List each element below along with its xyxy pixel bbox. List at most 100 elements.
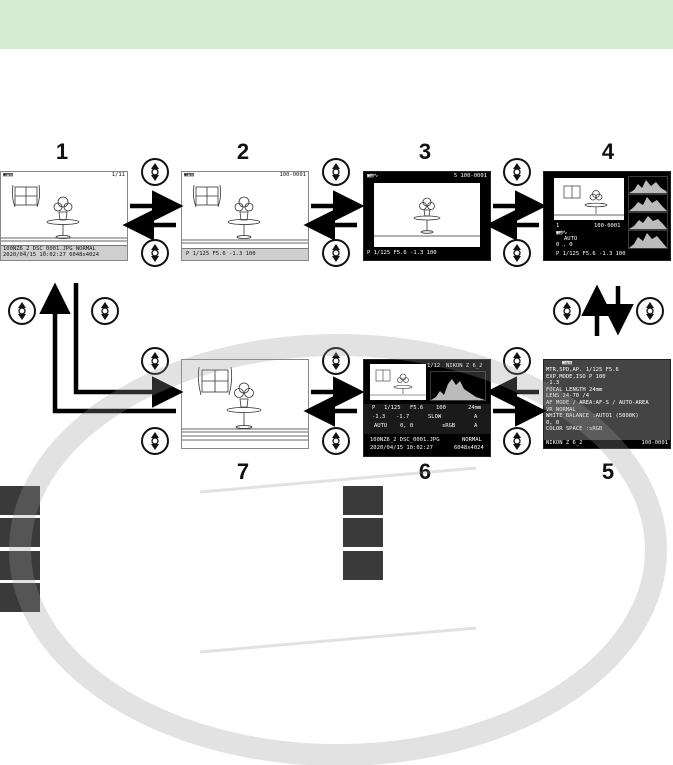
screen-4-folder: 100-0001 <box>594 223 621 229</box>
screen-4-thumbnail <box>554 178 624 220</box>
step-number-5: 5 <box>601 459 615 484</box>
screen-1-date-line: 2020/04/15 10:02:27 6048x4024 <box>3 252 100 258</box>
screen-1-info-bar: 100NZ6_2 DSC_0001.JPG NORMAL 2020/04/15 … <box>1 245 127 260</box>
screen-2-icons: ▣▤▥ <box>184 172 194 178</box>
screen-2-exposure: P 1/125 F5.6 -1.3 100 <box>186 251 256 257</box>
screen-6-iso: 100 <box>436 405 446 411</box>
screen-1-full-frame: ▣▤▥ 1/11 100NZ6_2 DSC_0001.JPG NORMAL 20… <box>0 171 128 261</box>
screen-4-exposure-bar: P 1/125 F5.6 -1.3 100 <box>544 251 670 260</box>
legend-square-5 <box>343 486 383 515</box>
screen-1-room-scene <box>1 184 127 242</box>
legend-square-3 <box>0 551 40 580</box>
step-number-2: 2 <box>236 139 250 164</box>
screen-3-exposure: P 1/125 F5.6 -1.3 100 <box>367 250 437 256</box>
screen-6-wb-fine: 0, 0 <box>400 423 414 429</box>
screen-5-data-row: -1.3 <box>546 380 560 387</box>
screen-6-wb: A <box>474 414 478 420</box>
screen-5-data-row: EXP.MODE,ISO P 100 <box>546 373 606 380</box>
screen-5-background-image <box>544 360 670 440</box>
screen-6-color-space: sRGB <box>442 423 456 429</box>
screen-6-mode: P <box>372 405 376 411</box>
multi-selector-down-icon <box>141 158 169 186</box>
screen-6-size: 6048x4024 <box>454 445 484 451</box>
screen-6-aperture: F5.6 <box>410 405 424 411</box>
screen-2-basic-info: ▣▤▥ 100-0001 P 1/125 F5.6 -1.3 100 <box>181 171 309 261</box>
screen-6-overview: 1/12 NIKON Z 6_2 P 1/125 F5.6 100 24mm -… <box>363 359 491 457</box>
screen-3-dark-info: ▣▤∿ 5 100-0001 P 1/125 F5.6 -1.3 100 <box>363 171 491 261</box>
legend-square-7 <box>343 551 383 580</box>
multi-selector-up-icon <box>553 297 581 325</box>
multi-selector-up-icon <box>91 297 119 325</box>
multi-selector-down-icon <box>636 297 664 325</box>
screen-6-counter: 1/12 <box>427 363 441 369</box>
screen-6-info-panel: P 1/125 F5.6 100 24mm -1.3 -1.7 SLOW A A… <box>364 404 490 434</box>
screen-5-data-row: VR NORMAL <box>546 406 576 413</box>
screen-3-icons: ▣▤∿ <box>367 173 379 179</box>
header-banner <box>0 0 673 49</box>
legend-square-4 <box>0 583 40 612</box>
screen-6-model: NIKON Z 6_2 <box>446 363 483 369</box>
screen-6-focal: 24mm <box>468 405 482 411</box>
screen-5-bottom-bar: NIKON Z 6_2 100-0001 <box>544 440 670 448</box>
multi-selector-down-icon <box>141 427 169 455</box>
multi-selector-up-icon <box>503 347 531 375</box>
screen-3-rating-folder: 5 100-0001 <box>453 173 487 179</box>
screen-5-data-row: LENS 24-70 /4 <box>546 393 590 400</box>
screen-2-folder: 100-0001 <box>279 172 307 178</box>
legend-square-1 <box>0 486 40 515</box>
screen-6-quality: NORMAL <box>462 437 482 443</box>
screen-4-room-scene <box>554 185 624 216</box>
screen-4-rating: 1 <box>556 223 560 229</box>
screen-6-flash-mode: SLOW <box>428 414 442 420</box>
step-number-1: 1 <box>55 139 69 164</box>
screen-2-room-scene <box>182 184 308 244</box>
legend-square-6 <box>343 518 383 547</box>
screen-5-data-row: MTR,SPD,AP. 1/125 F5.6 <box>546 367 619 373</box>
screen-3-exposure-bar: P 1/125 F5.6 -1.3 100 <box>364 249 490 260</box>
legend-square-2 <box>0 518 40 547</box>
screen-4-histogram-graphs <box>628 176 668 249</box>
screen-6-picture-control: A <box>474 423 478 429</box>
screen-6-shutter: 1/125 <box>384 405 401 411</box>
multi-selector-up-icon <box>141 239 169 267</box>
screen-4-wb-fine: 0 , 0 <box>556 242 573 248</box>
screen-4-exposure: P 1/125 F5.6 -1.3 100 <box>556 251 626 257</box>
screen-3-room-scene <box>374 197 480 237</box>
screen-6-histogram <box>430 371 486 401</box>
multi-selector-down-icon <box>322 158 350 186</box>
screen-4-picture-icons: ▣▤∿ <box>556 230 568 236</box>
screen-4-adl: AUTO <box>564 236 578 242</box>
multi-selector-down-icon <box>8 297 36 325</box>
screen-6-file: 100NZ6_2 DSC_0001.JPG <box>370 437 440 443</box>
arrow-1-to-7 <box>73 283 184 408</box>
multi-selector-up-icon <box>141 347 169 375</box>
screen-3-top-bar: ▣▤∿ 5 100-0001 <box>364 172 490 181</box>
step-number-3: 3 <box>418 139 432 164</box>
screen-4-histograms <box>628 176 668 250</box>
multi-selector-up-icon <box>322 347 350 375</box>
screen-3-image <box>374 183 480 247</box>
screen-5-data-row: COLOR SPACE :sRGB <box>546 426 603 433</box>
screen-6-flash-comp: -1.7 <box>396 414 410 420</box>
screen-6-thumbnail <box>370 364 426 400</box>
screen-2-top-bar: ▣▤▥ 100-0001 <box>182 172 308 181</box>
screen-5-data-row: FOCAL LENGTH 24mm <box>546 386 603 393</box>
multi-selector-down-icon <box>503 158 531 186</box>
step-number-6: 6 <box>418 459 432 484</box>
multi-selector-down-icon <box>503 427 531 455</box>
screen-5-data-row: AF MODE / AREA:AF-S / AUTO-AREA <box>546 399 649 406</box>
screen-7-room-scene <box>182 366 308 441</box>
multi-selector-down-icon <box>322 427 350 455</box>
screen-6-room-scene <box>370 369 426 396</box>
screen-1-icons: ▣▤▥ <box>3 172 13 178</box>
screen-5-model: NIKON Z 6_2 <box>546 440 583 446</box>
screen-5-folder: 100-0001 <box>641 440 669 446</box>
step-number-7: 7 <box>236 459 250 484</box>
step-number-4: 4 <box>601 139 615 164</box>
multi-selector-up-icon <box>503 239 531 267</box>
screen-1-top-bar: ▣▤▥ 1/11 <box>1 172 127 181</box>
screen-5-data-row: 0, 0 <box>546 419 560 426</box>
screen-1-frame-counter: 1/11 <box>111 172 125 178</box>
